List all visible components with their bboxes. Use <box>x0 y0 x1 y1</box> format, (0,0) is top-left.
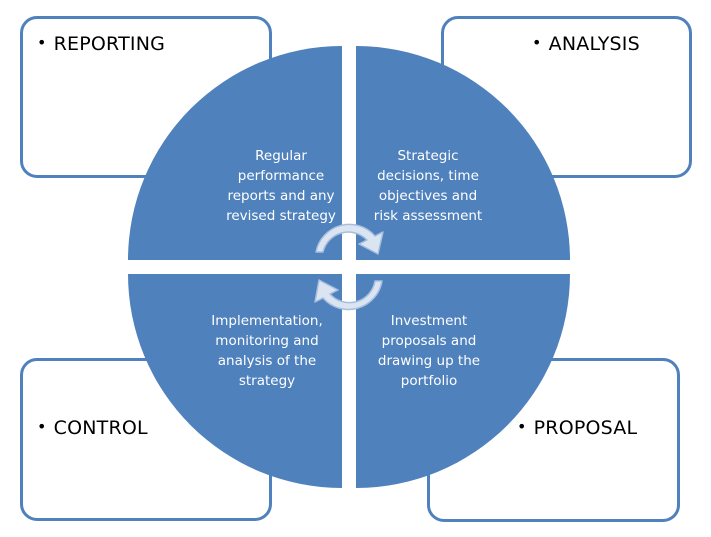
bullet-icon: • <box>37 417 47 436</box>
bullet-icon: • <box>517 417 527 436</box>
reporting-label-text: REPORTING <box>53 33 166 55</box>
bullet-icon: • <box>532 33 542 52</box>
analysis-label: • ANALYSIS <box>532 33 640 55</box>
quadrant-text-line: reports and any <box>227 188 335 204</box>
cycle-arrow-bottom-icon <box>314 279 383 311</box>
reporting-label: • REPORTING <box>37 33 165 55</box>
bullet-icon: • <box>37 33 47 52</box>
quadrant-text-line: drawing up the <box>377 353 481 369</box>
quadrant-text-line: Implementation, <box>211 313 323 329</box>
proposal-label-text: PROPOSAL <box>533 417 638 439</box>
quadrant-bottom-left <box>128 274 342 488</box>
quadrant-text-control: Implementation, monitoring and analysis … <box>192 311 342 391</box>
quadrant-text-line: Strategic <box>397 148 459 164</box>
quadrant-text-line: monitoring and <box>215 333 319 349</box>
quadrant-text-line: performance <box>237 168 325 184</box>
quadrant-text-line: analysis of the <box>217 353 317 369</box>
quadrant-text-line: Investment <box>390 313 468 329</box>
quadrant-top-left <box>128 46 342 260</box>
cycle-arrow-top-icon <box>315 223 384 255</box>
quadrant-bottom-right <box>356 274 570 488</box>
quadrant-text-line: portfolio <box>400 373 458 389</box>
control-label-text: CONTROL <box>53 417 148 439</box>
quadrant-text-line: strategy <box>238 373 296 389</box>
proposal-label: • PROPOSAL <box>517 417 637 439</box>
quadrant-text-line: Regular <box>255 148 307 164</box>
quadrant-text-analysis: Strategic decisions, time objectives and… <box>353 146 503 226</box>
quadrant-text-line: proposals and <box>381 333 477 349</box>
quadrant-text-reporting: Regular performance reports and any revi… <box>206 146 356 226</box>
analysis-label-text: ANALYSIS <box>548 33 640 55</box>
quadrant-text-line: objectives and <box>378 188 478 204</box>
quadrant-text-line: risk assessment <box>373 208 483 224</box>
control-label: • CONTROL <box>37 417 148 439</box>
quadrant-text-line: revised strategy <box>226 208 336 224</box>
quadrant-text-proposal: Investment proposals and drawing up the … <box>354 311 504 391</box>
quadrant-top-right <box>356 46 570 260</box>
quadrant-text-line: decisions, time <box>377 168 479 184</box>
